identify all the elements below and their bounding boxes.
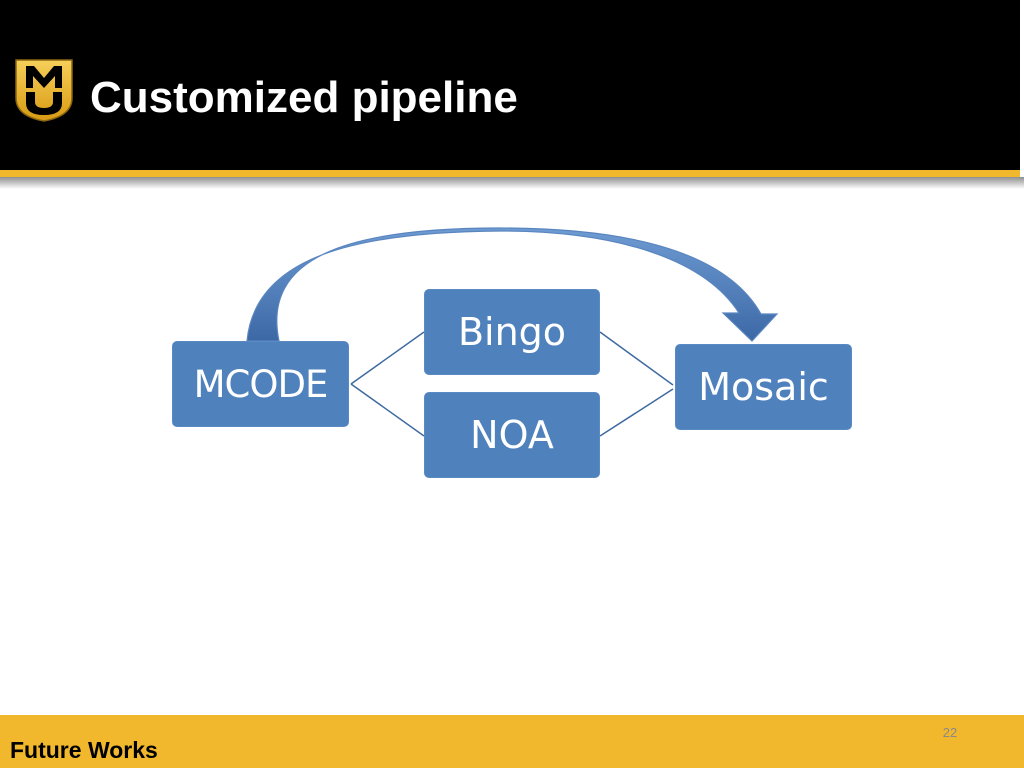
node-mosaic-label: Mosaic bbox=[698, 365, 829, 409]
edge-noa-mosaic bbox=[599, 388, 674, 437]
node-bingo: Bingo bbox=[424, 289, 600, 375]
title-bar-gold-rule bbox=[0, 170, 1020, 177]
curved-arrow-mcode-to-mosaic bbox=[246, 227, 779, 342]
page-number: 22 bbox=[942, 725, 958, 740]
node-mcode-label: MCODE bbox=[193, 362, 329, 406]
node-noa-label: NOA bbox=[470, 413, 554, 457]
node-mosaic: Mosaic bbox=[675, 344, 852, 430]
title-bar-shadow bbox=[0, 177, 1024, 189]
node-noa: NOA bbox=[424, 392, 600, 478]
edge-bingo-mosaic bbox=[599, 331, 674, 386]
edge-mcode-bingo bbox=[350, 331, 425, 385]
footer-bar bbox=[0, 715, 1024, 768]
slide-title: Customized pipeline bbox=[90, 73, 518, 122]
university-shield-logo bbox=[15, 59, 73, 122]
edge-mcode-noa bbox=[350, 383, 425, 437]
title-bar bbox=[0, 0, 1020, 170]
footer-section-label: Future Works bbox=[10, 737, 158, 763]
node-bingo-label: Bingo bbox=[457, 310, 567, 354]
node-mcode: MCODE bbox=[172, 341, 349, 427]
